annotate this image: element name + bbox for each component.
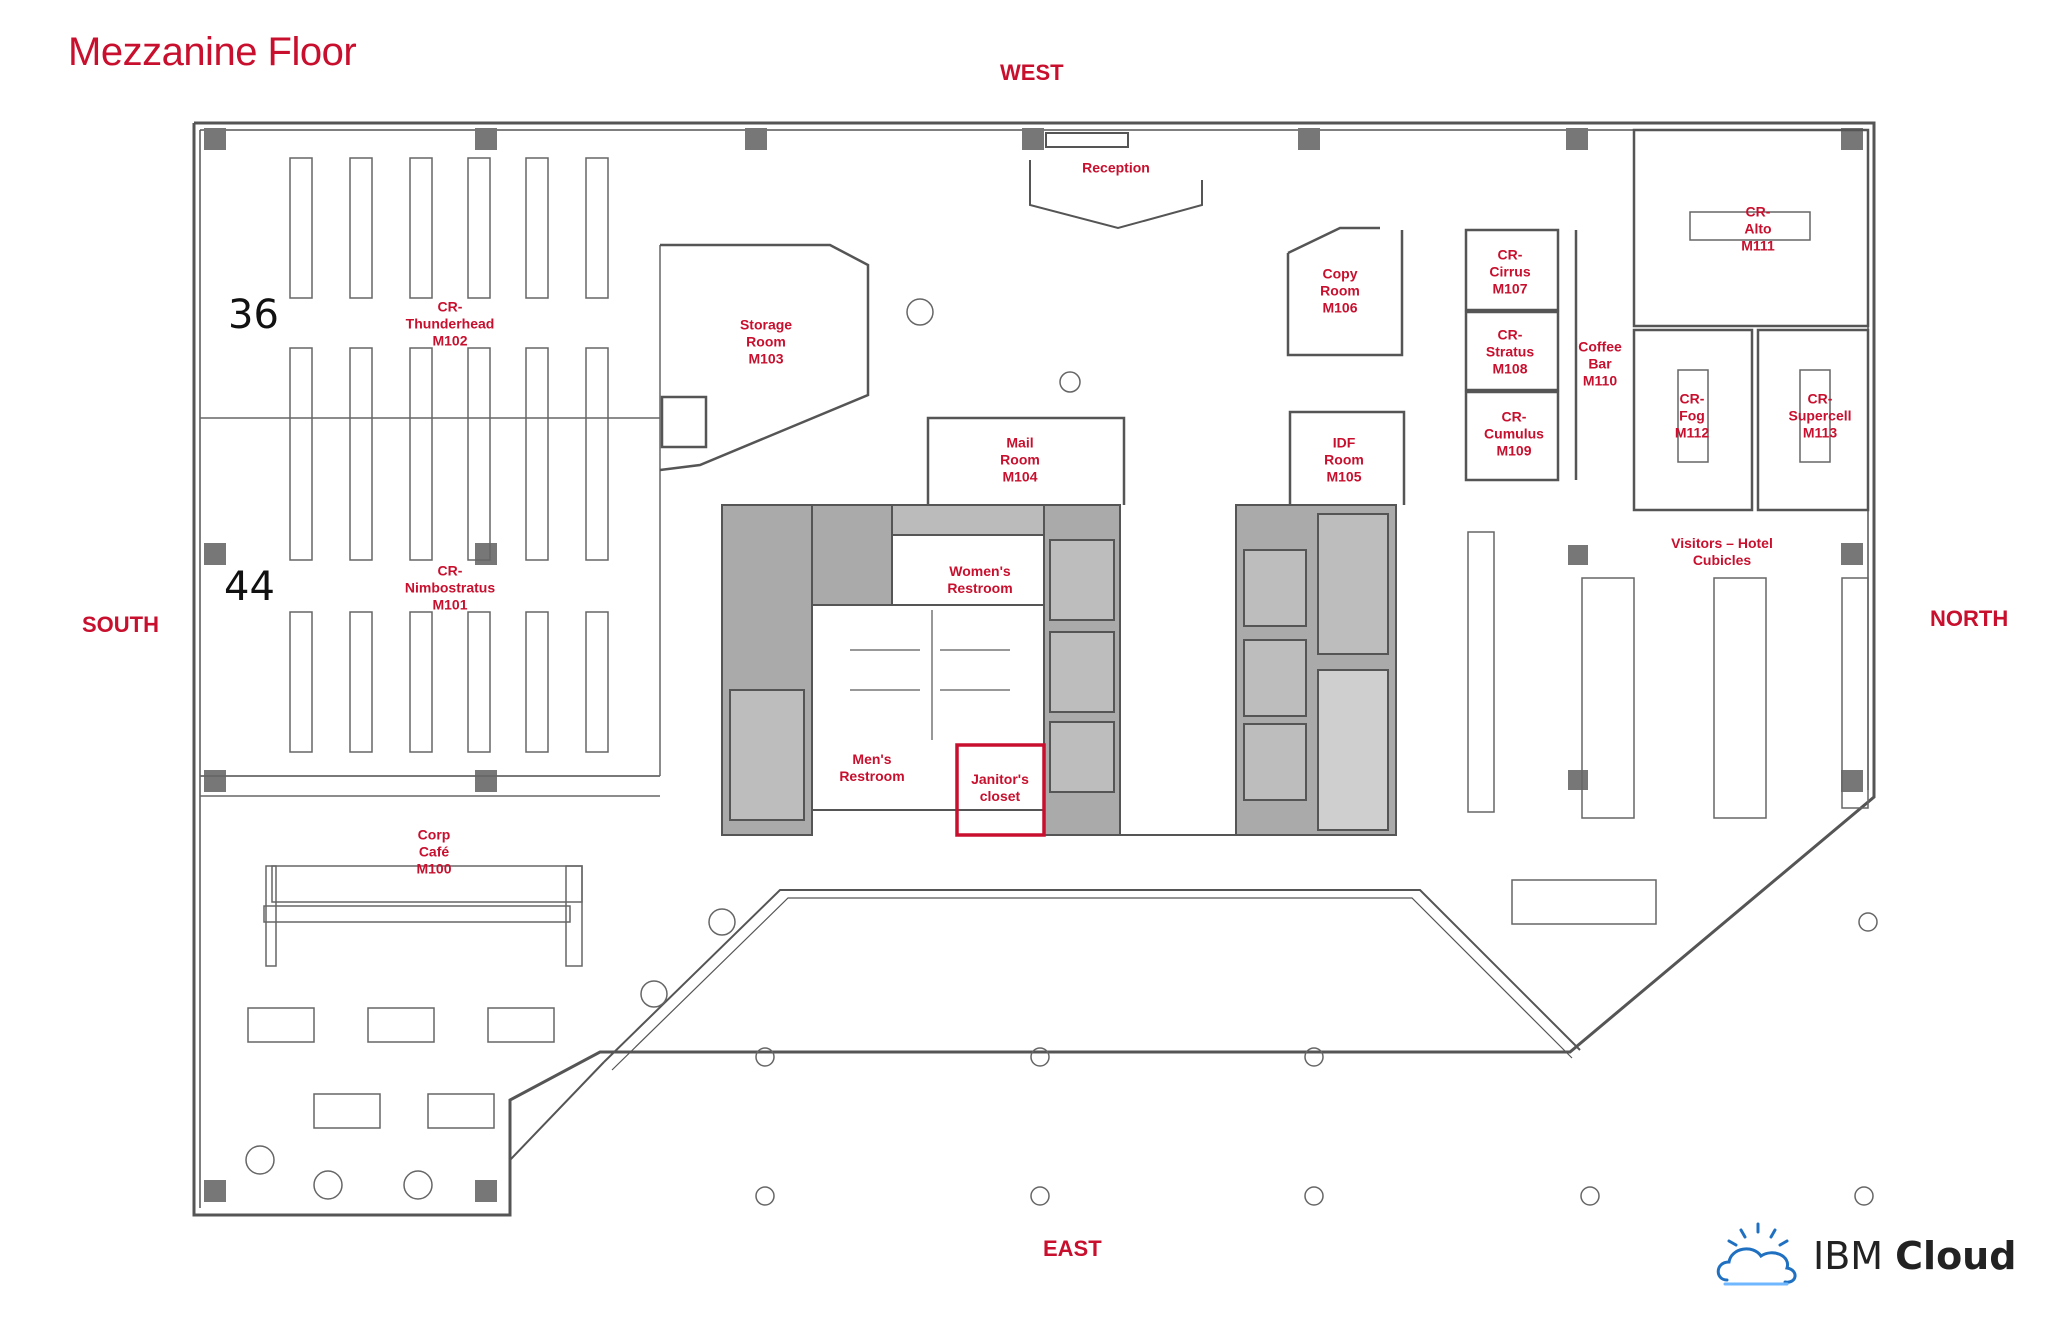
room-reception: Reception <box>1082 159 1150 176</box>
room-supercell: CR- Supercell M113 <box>1788 390 1852 441</box>
room-nimbostratus: CR- Nimbostratus M101 <box>404 562 496 613</box>
room-copy: Copy Room M106 <box>1320 265 1360 316</box>
mail-idf-walls <box>926 410 1406 505</box>
room-idf: IDF Room M105 <box>1324 434 1364 485</box>
page-title: Mezzanine Floor <box>68 30 357 74</box>
conference-room-walls <box>1464 128 1870 512</box>
room-thunderhead: CR- Thunderhead M102 <box>405 298 495 349</box>
copy-room-walls <box>1286 226 1404 357</box>
reception-desk <box>1029 132 1203 230</box>
room-corp-cafe: Corp Café M100 <box>416 826 452 877</box>
cafe-furniture <box>200 775 660 1129</box>
room-womens-restroom: Women's Restroom <box>947 563 1013 596</box>
storage-room-walls <box>659 243 870 472</box>
room-cumulus: CR- Cumulus M109 <box>1484 408 1544 459</box>
compass-east: EAST <box>1043 1236 1102 1261</box>
room-visitors-cubicles: Visitors – Hotel Cubicles <box>1671 535 1773 568</box>
ibm-cloud-logo: IBM Cloud <box>1713 1222 2016 1292</box>
janitor-closet-highlight <box>955 743 1046 837</box>
room-stratus: CR- Stratus M108 <box>1485 326 1535 377</box>
compass-west: WEST <box>1000 60 1064 85</box>
logo-brand: IBM <box>1813 1234 1884 1278</box>
room-coffee-bar: Coffee Bar M110 <box>1578 338 1622 389</box>
restroom-stalls <box>850 610 1010 740</box>
conference-tables <box>1677 211 1831 463</box>
logo-product: Cloud <box>1895 1234 2017 1278</box>
seat-count-thunderhead: 36 <box>228 292 279 338</box>
room-fog: CR- Fog M112 <box>1674 390 1710 441</box>
room-alto: CR- Alto M111 <box>1741 203 1775 254</box>
room-storage: Storage Room M103 <box>739 316 793 367</box>
room-mens-restroom: Men's Restroom <box>839 751 905 784</box>
room-cirrus: CR- Cirrus M107 <box>1489 246 1531 297</box>
compass-south: SOUTH <box>82 612 159 637</box>
cloud-icon <box>1716 1222 1797 1286</box>
lounge-tables <box>245 298 1878 1206</box>
south-workstations <box>200 157 661 777</box>
visitor-cubicle-desks <box>1467 531 1869 925</box>
room-janitors-closet: Janitor's closet <box>971 771 1029 804</box>
logo-text: IBM Cloud <box>1813 1234 2016 1278</box>
seat-count-nimbostratus: 44 <box>224 564 275 610</box>
compass-north: NORTH <box>1930 606 2009 631</box>
room-mail: Mail Room M104 <box>1000 434 1040 485</box>
building-core <box>721 504 1397 836</box>
